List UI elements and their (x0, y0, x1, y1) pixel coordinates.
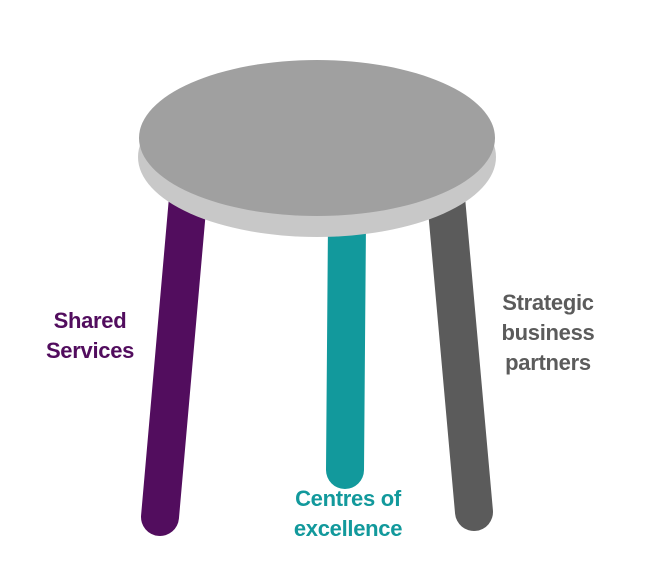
label-centres-line-2: excellence (293, 516, 403, 541)
label-strategic-line-1: Strategic (502, 290, 594, 315)
label-shared-services: Shared Services (40, 306, 140, 366)
label-strategic-line-2: business (501, 320, 595, 345)
label-strategic-business-partners: Strategic business partners (494, 288, 602, 378)
label-shared-line-1: Shared (53, 308, 127, 333)
leg-shared-services (141, 179, 207, 536)
label-shared-line-2: Services (45, 338, 135, 363)
label-strategic-line-3: partners (505, 350, 591, 375)
label-centres-of-excellence: Centres of excellence (285, 484, 411, 544)
label-centres-line-1: Centres of (295, 486, 401, 511)
leg-strategic-business-partners (427, 179, 493, 531)
leg-centres-of-excellence (326, 203, 366, 489)
stool-seat-top (139, 60, 495, 216)
